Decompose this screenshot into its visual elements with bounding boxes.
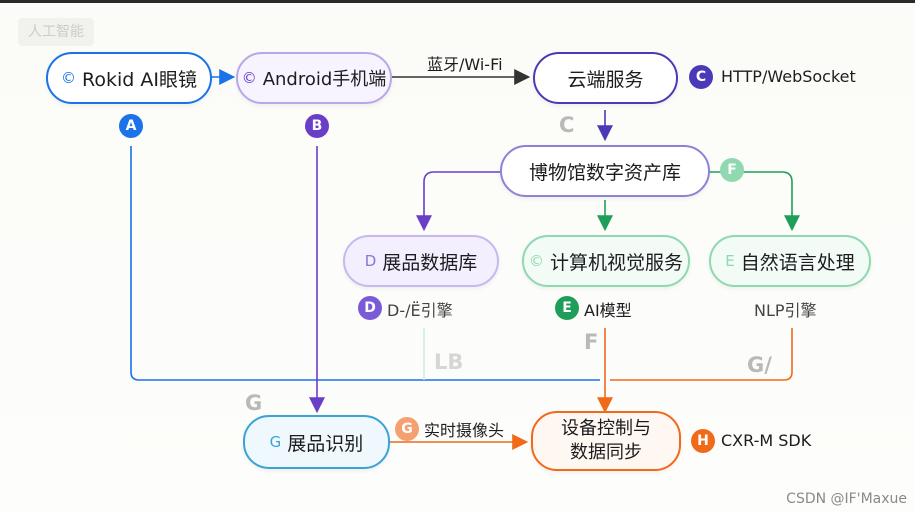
label-nlp-engine: NLP引擎 xyxy=(754,301,817,320)
node-device-control: 设备控制与 数据同步 xyxy=(531,411,681,471)
label-http-websocket: HTTP/WebSocket xyxy=(721,67,856,86)
node-label: Android手机端 xyxy=(262,69,387,90)
node-prefix-icon: © xyxy=(241,69,257,87)
badge-c: C xyxy=(689,65,713,89)
node-android-phone: © Android手机端 xyxy=(236,52,392,104)
label-cxr-sdk: CXR-M SDK xyxy=(721,431,812,450)
edge-museum-nlp xyxy=(710,171,800,232)
node-exhibit-database: D 展品数据库 xyxy=(343,235,499,287)
node-cloud-service: 云端服务 xyxy=(533,52,678,104)
node-rokid-glasses: © Rokid AI眼镜 xyxy=(46,52,212,104)
edge-nlp-bus xyxy=(610,328,793,381)
badge-d: D xyxy=(358,296,382,320)
node-computer-vision: © 计算机视觉服务 xyxy=(522,235,690,287)
badge-g: G xyxy=(395,417,419,441)
node-prefix-icon: © xyxy=(528,252,544,270)
ghost-letter-f: F xyxy=(584,330,599,354)
node-nlp: E 自然语言处理 xyxy=(709,235,871,287)
node-label-line2: 数据同步 xyxy=(570,442,642,463)
node-label: 自然语言处理 xyxy=(740,251,855,274)
badge-e: E xyxy=(555,296,579,320)
node-label: 计算机视觉服务 xyxy=(549,251,683,274)
node-prefix-icon: © xyxy=(61,69,77,87)
node-label: 展品识别 xyxy=(287,432,364,455)
node-exhibit-recognition: G 展品识别 xyxy=(243,415,390,469)
node-label-line1: 设备控制与 xyxy=(561,418,651,439)
label-bluetooth-wifi: 蓝牙/Wi-Fi xyxy=(427,55,503,74)
node-prefix-icon: E xyxy=(725,252,735,270)
node-label: Rokid AI眼镜 xyxy=(82,68,197,91)
ghost-letter-lb: LB xyxy=(434,350,464,374)
badge-f: F xyxy=(720,158,744,182)
node-label: 博物馆数字资产库 xyxy=(528,161,681,184)
badge-b: B xyxy=(305,114,329,138)
node-label: 展品数据库 xyxy=(382,251,478,274)
node-prefix-icon: D xyxy=(364,252,377,270)
label-ai-model: AI模型 xyxy=(584,301,632,320)
ghost-letter-g: G xyxy=(245,391,263,415)
watermark-logo: 人工智能 xyxy=(18,18,94,46)
edge-glasses-bus xyxy=(130,146,600,381)
edge-museum-exhibitdb xyxy=(416,171,500,232)
badge-a: A xyxy=(119,114,143,138)
node-label: 云端服务 xyxy=(567,68,644,91)
node-museum-assets: 博物馆数字资产库 xyxy=(500,145,710,197)
ghost-letter-g-slash: G/ xyxy=(747,353,772,377)
label-engine-d: D-/Ё引擎 xyxy=(387,301,453,320)
label-realtime-camera: 实时摄像头 xyxy=(424,421,505,440)
top-border xyxy=(0,0,915,3)
ghost-letter-c: C xyxy=(559,113,575,137)
footer-credit: CSDN @IF'Maxue xyxy=(786,491,907,507)
node-prefix-icon: G xyxy=(269,433,282,451)
badge-h: H xyxy=(691,429,715,453)
